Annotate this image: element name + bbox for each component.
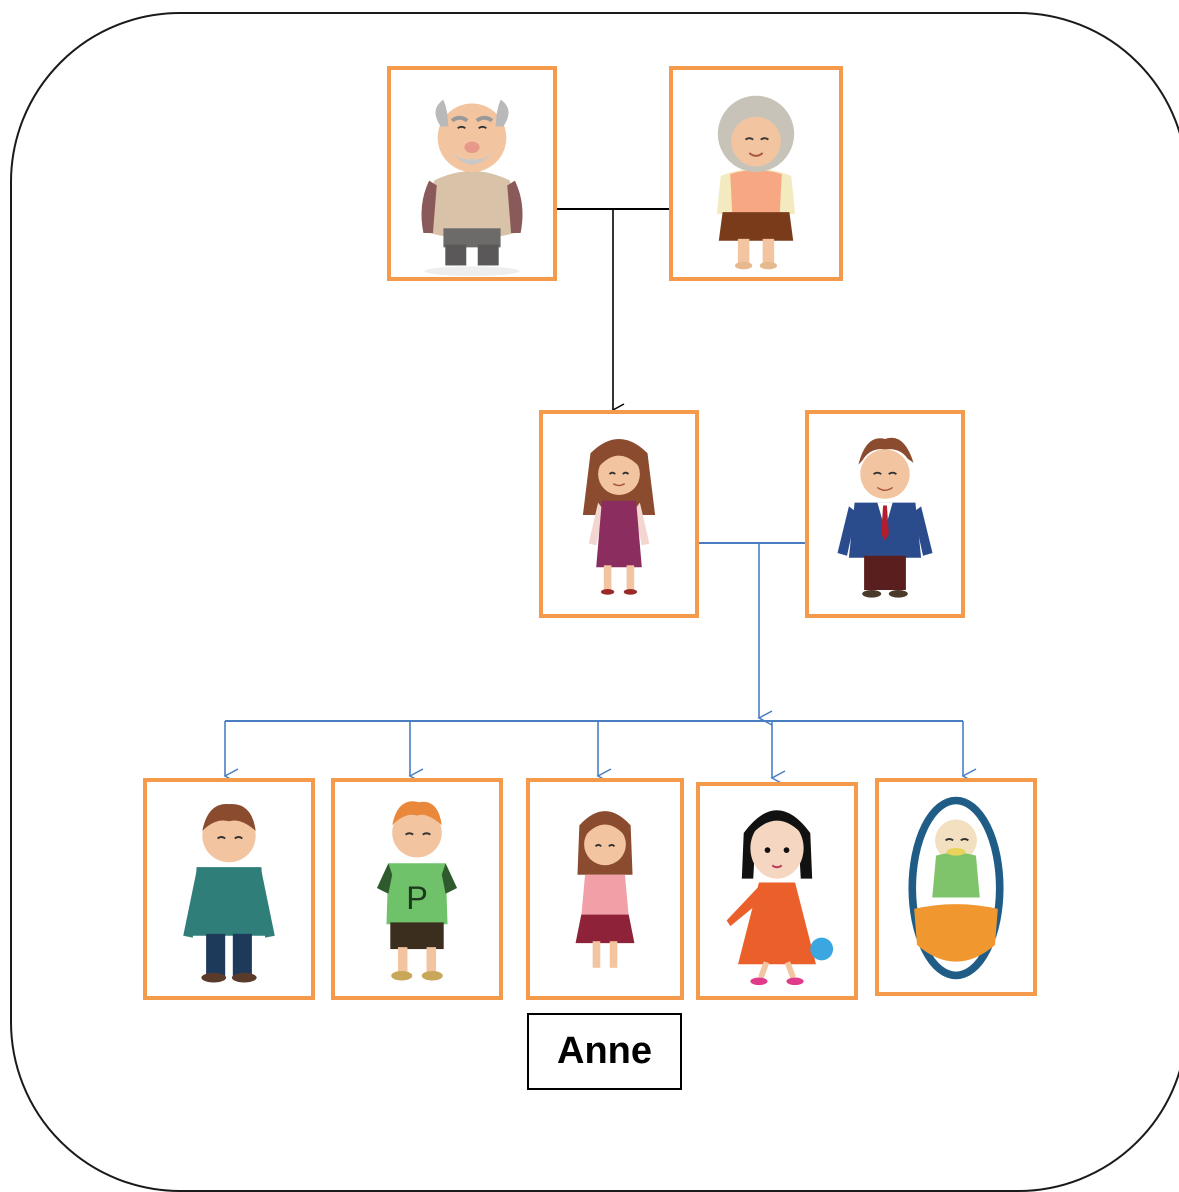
child-4-card xyxy=(696,782,858,1000)
grandmother-card xyxy=(669,66,843,281)
child-1-card xyxy=(143,778,315,1000)
connector-lines xyxy=(223,208,977,786)
grandfather-card xyxy=(387,66,557,281)
baby-in-mirror-icon xyxy=(908,796,1004,980)
girl-orange-dress-icon xyxy=(726,810,834,986)
anne-name-label: Anne xyxy=(527,1013,682,1090)
child-3-card xyxy=(526,778,684,1000)
grandmother-icon xyxy=(716,95,796,270)
child-5-card xyxy=(875,778,1037,996)
p-letter-icon: P xyxy=(406,880,428,916)
grandfather-icon xyxy=(421,99,523,276)
mother-card xyxy=(539,410,699,618)
boy-p-shirt-icon: P xyxy=(376,801,458,981)
family-tree-diagram: P xyxy=(10,12,1179,1192)
father-icon xyxy=(837,437,933,598)
mother-icon xyxy=(582,438,656,595)
father-card xyxy=(805,410,965,618)
child-2-card: P xyxy=(331,778,503,1000)
boy-sweater-icon xyxy=(183,804,275,983)
girl-pink-icon xyxy=(575,811,635,968)
